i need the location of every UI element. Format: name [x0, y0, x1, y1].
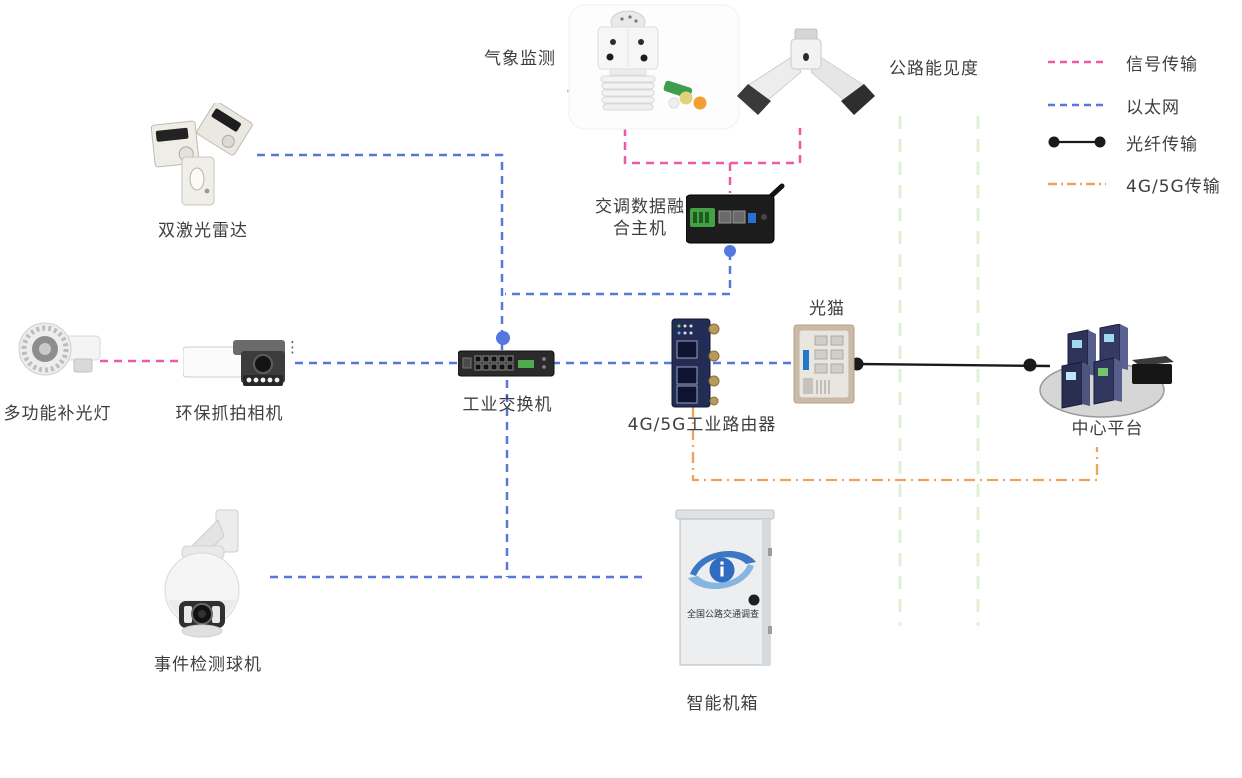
legend-row-signal: 信号传输 — [1046, 52, 1198, 75]
legend-label-fiber: 光纤传输 — [1126, 134, 1198, 155]
fiber-end-dot-right — [1023, 358, 1037, 372]
label-optical-modem: 光猫 — [809, 299, 845, 319]
legend-row-fiber: 光纤传输 — [1046, 132, 1198, 155]
weather-station-image — [568, 4, 740, 130]
label-fill-light: 多功能补光灯 — [3, 404, 112, 424]
eye-logo-icon — [688, 550, 756, 590]
label-capture-camera: 环保抓拍相机 — [175, 404, 284, 424]
server-towers — [1061, 324, 1128, 409]
industrial-switch-image — [458, 346, 558, 382]
vertical-ellipsis-mark: ⋮ — [285, 338, 300, 356]
legend-row-4g5g: 4G/5G传输 — [1046, 174, 1221, 197]
label-dome-camera: 事件检测球机 — [154, 655, 262, 675]
label-router-4g5g: 4G/5G工业路由器 — [627, 415, 777, 435]
fusion-host-image — [686, 183, 790, 249]
label-fusion-host: 交调数据融合主机 — [595, 197, 685, 240]
junction-dot-switch — [496, 331, 510, 345]
label-industrial-switch: 工业交换机 — [462, 395, 553, 415]
dome-camera-image — [158, 508, 256, 640]
legend-swatch-signal — [1048, 60, 1106, 64]
smart-cabinet-image: 全国公路交通调查 — [674, 504, 780, 670]
legend-label-ethernet: 以太网 — [1126, 97, 1180, 118]
label-smart-cabinet: 智能机箱 — [686, 694, 759, 714]
center-platform-image — [1038, 324, 1178, 420]
label-dual-laser-radar: 双激光雷达 — [158, 221, 248, 241]
router-4g5g-image — [670, 315, 720, 410]
label-center-platform: 中心平台 — [1071, 419, 1144, 439]
line-ethernet-fusionhost-to-switch — [505, 252, 732, 296]
legend-label-4g5g: 4G/5G传输 — [1126, 176, 1221, 197]
label-weather-station: 气象监测 — [484, 49, 556, 69]
dual-laser-radar-image — [145, 103, 263, 207]
cabinet-logo-text: 全国公路交通调查 — [687, 608, 759, 620]
label-road-visibility: 公路能见度 — [889, 59, 979, 79]
optical-modem-image — [793, 324, 855, 404]
legend-swatch-4g5g — [1048, 182, 1106, 186]
legend-row-ethernet: 以太网 — [1046, 95, 1180, 118]
capture-camera-image — [183, 334, 289, 396]
legend-swatch-ethernet — [1048, 103, 1106, 107]
legend-swatch-fiber — [1048, 136, 1106, 148]
legend-label-signal: 信号传输 — [1126, 54, 1198, 75]
line-fiber-modem-to-platform — [856, 362, 1051, 368]
road-visibility-sensor-image — [735, 26, 877, 120]
line-ethernet-radar-to-switch — [257, 153, 504, 350]
fill-light-image — [18, 320, 108, 380]
